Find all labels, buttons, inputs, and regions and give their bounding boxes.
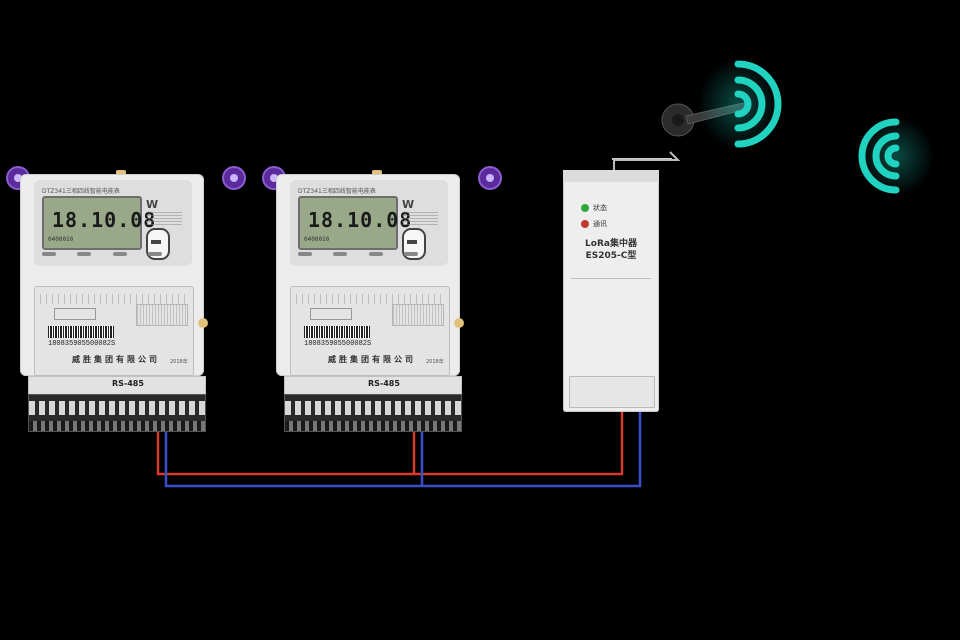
manufacture-year: 2018年	[170, 359, 188, 365]
brand-logo: W	[402, 198, 415, 211]
barcode-icon	[304, 326, 370, 338]
indicator-icon	[368, 252, 383, 256]
lcd-code: 0400010	[304, 236, 330, 243]
spec-text	[40, 294, 188, 304]
meter-model-label: DTZ341三相四线智能电能表	[42, 188, 120, 195]
serial-number: 180835905500082S	[304, 340, 372, 348]
status-led-label: 状态	[593, 204, 607, 212]
comm-led-label: 通讯	[593, 220, 607, 228]
lcd-screen: 18.10.08 0400010	[42, 196, 155, 250]
brand-text	[146, 212, 182, 226]
lcd-screen: 18.10.08 0400010	[298, 196, 411, 250]
concentrator-title: LoRa集中器 ES205-C型	[573, 238, 649, 262]
spec-text	[296, 294, 444, 304]
concentrator-top	[563, 170, 659, 182]
concentrator-name: LoRa集中器	[585, 239, 637, 249]
concentrator-terminal	[569, 376, 655, 408]
seal-screw-icon	[454, 318, 464, 328]
seal-screw-icon	[198, 318, 208, 328]
terminal-block	[28, 394, 206, 432]
energy-meter-2: DTZ341三相四线智能电能表 18.10.08 0400010 W 18083…	[264, 168, 500, 432]
lcd-reading: 18.10.08	[52, 208, 157, 232]
indicator-icon	[147, 252, 162, 256]
indicator-icon	[42, 252, 56, 256]
barcode-icon	[48, 326, 114, 338]
signal-wave-rx	[858, 116, 934, 196]
divider	[571, 278, 651, 279]
indicator-icon	[112, 252, 127, 256]
indicator-row	[298, 252, 418, 260]
lcd-reading: 18.10.08	[308, 208, 413, 232]
terminal-block	[284, 394, 462, 432]
frequency-box	[310, 308, 352, 320]
lora-concentrator: 状态 通讯 LoRa集中器 ES205-C型	[563, 170, 659, 412]
indicator-icon	[77, 252, 92, 256]
frequency-box	[54, 308, 96, 320]
rs485-label: RS-485	[112, 379, 144, 388]
brand-logo: W	[146, 198, 159, 211]
manufacture-year: 2018年	[426, 359, 444, 365]
indicator-icon	[298, 252, 312, 256]
company-name: 威胜集团有限公司	[328, 355, 416, 364]
spec-box	[392, 304, 444, 326]
indicator-icon	[403, 252, 418, 256]
serial-number: 180835905500082S	[48, 340, 116, 348]
company-name: 威胜集团有限公司	[72, 355, 160, 364]
seal-icon	[224, 168, 244, 188]
status-led-icon	[581, 204, 589, 212]
comm-led-icon	[581, 220, 589, 228]
wireless-signal-icon	[700, 58, 934, 196]
lcd-code: 0400010	[48, 236, 74, 243]
indicator-icon	[333, 252, 348, 256]
concentrator-model: ES205-C型	[585, 251, 637, 261]
spec-box	[136, 304, 188, 326]
seal-icon	[480, 168, 500, 188]
signal-wave-tx	[700, 58, 782, 150]
energy-meter-1: DTZ341三相四线智能电能表 18.10.08 0400010 W 18083…	[8, 168, 244, 432]
indicator-row	[42, 252, 162, 260]
rs485-label: RS-485	[368, 379, 400, 388]
meter-model-label: DTZ341三相四线智能电能表	[298, 188, 376, 195]
brand-text	[402, 212, 438, 226]
